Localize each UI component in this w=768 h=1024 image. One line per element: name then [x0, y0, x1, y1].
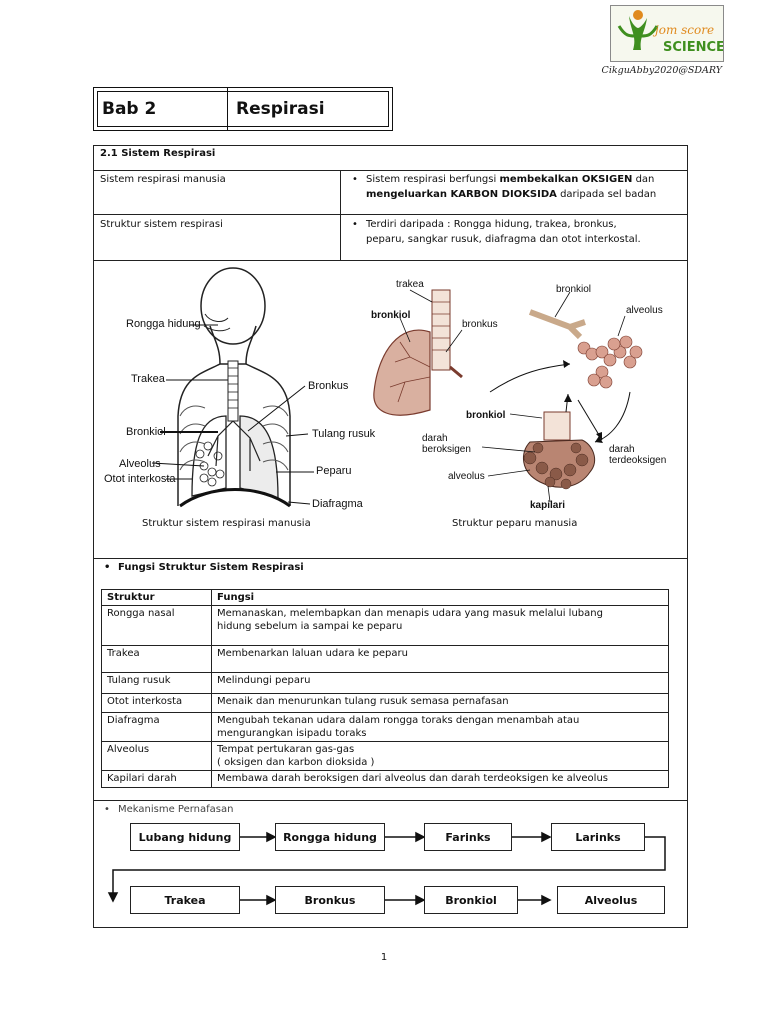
caption-lung-structure: Struktur peparu manusia	[452, 518, 578, 529]
table-row: Kapilari darah Membawa darah beroksigen …	[101, 770, 669, 788]
chapter-title-box: Bab 2 Respirasi	[93, 87, 393, 131]
label-tulang-rusuk: Tulang rusuk	[312, 428, 376, 440]
chapter-name: Respirasi	[236, 99, 325, 119]
row1-desc: Sistem respirasi berfungsi membekalkan O…	[352, 172, 681, 202]
row2-label: Struktur sistem respirasi	[100, 219, 223, 230]
respiratory-system-diagram	[151, 267, 314, 508]
row2-desc: Terdiri daripada : Rongga hidung, trakea…	[352, 217, 681, 247]
logo: jom score SCIENCE	[610, 5, 724, 62]
logo-text-2: SCIENCE	[663, 40, 723, 55]
col-header-structure: Struktur	[101, 589, 212, 606]
table-row: Tulang rusuk Melindungi peparu	[101, 672, 669, 694]
flow-rongga-hidung: Rongga hidung	[275, 823, 385, 851]
label-alveolus-r1: alveolus	[626, 305, 663, 316]
section-heading: 2.1 Sistem Respirasi	[100, 148, 216, 159]
author-credit: CikguAbby2020@SDARY	[601, 65, 722, 76]
label-diafragma: Diafragma	[312, 498, 363, 510]
label-alveolus-r2: alveolus	[448, 471, 485, 482]
row1-label: Sistem respirasi manusia	[100, 174, 226, 185]
mechanism-heading: Mekanisme Pernafasan	[104, 802, 234, 817]
label-kapilari: kapilari	[530, 500, 566, 511]
table-row: Trakea Membenarkan laluan udara ke pepar…	[101, 645, 669, 673]
flow-lubang-hidung: Lubang hidung	[130, 823, 240, 851]
flow-trakea: Trakea	[130, 886, 240, 914]
label-bronkiol-r3: bronkiol	[466, 410, 506, 421]
label-alveolus: Alveolus	[119, 458, 161, 470]
flow-larinks: Larinks	[551, 823, 645, 851]
chapter-number: Bab 2	[94, 88, 228, 130]
page-number: 1	[380, 952, 388, 963]
label-bronkiol: Bronkiol	[126, 426, 166, 438]
table-row: Rongga nasal Memanaskan, melembapkan dan…	[101, 605, 669, 646]
label-trakea: Trakea	[131, 373, 165, 385]
function-table: Struktur Fungsi Rongga nasal Memanaskan,…	[101, 589, 669, 788]
label-bronkus: Bronkus	[308, 380, 349, 392]
col-header-function: Fungsi	[211, 589, 669, 606]
label-bronkiol-r2: bronkiol	[556, 284, 592, 295]
flow-bronkus: Bronkus	[275, 886, 385, 914]
table-row: Alveolus Tempat pertukaran gas-gas( oksi…	[101, 741, 669, 771]
content-frame	[93, 145, 688, 928]
table-row: Otot interkosta Menaik dan menurunkan tu…	[101, 693, 669, 713]
logo-text-1: jom score	[652, 23, 714, 37]
lung-structure-diagram	[373, 289, 643, 503]
label-bronkus-r: bronkus	[462, 319, 498, 330]
functions-heading: Fungsi Struktur Sistem Respirasi	[104, 560, 304, 575]
label-peparu: Peparu	[316, 465, 352, 477]
label-bronkiol-r1: bronkiol	[371, 310, 411, 321]
flow-farinks: Farinks	[424, 823, 512, 851]
table-row: Diafragma Mengubah tekanan udara dalam r…	[101, 712, 669, 742]
caption-respiratory-system: Struktur sistem respirasi manusia	[142, 518, 311, 529]
flow-alveolus: Alveolus	[557, 886, 665, 914]
label-trakea-r: trakea	[396, 279, 424, 290]
label-rongga-hidung: Rongga hidung	[126, 318, 201, 330]
flow-arrows	[107, 831, 666, 906]
label-otot-interkosta: Otot interkosta	[104, 473, 176, 485]
flow-bronkiol: Bronkiol	[424, 886, 518, 914]
